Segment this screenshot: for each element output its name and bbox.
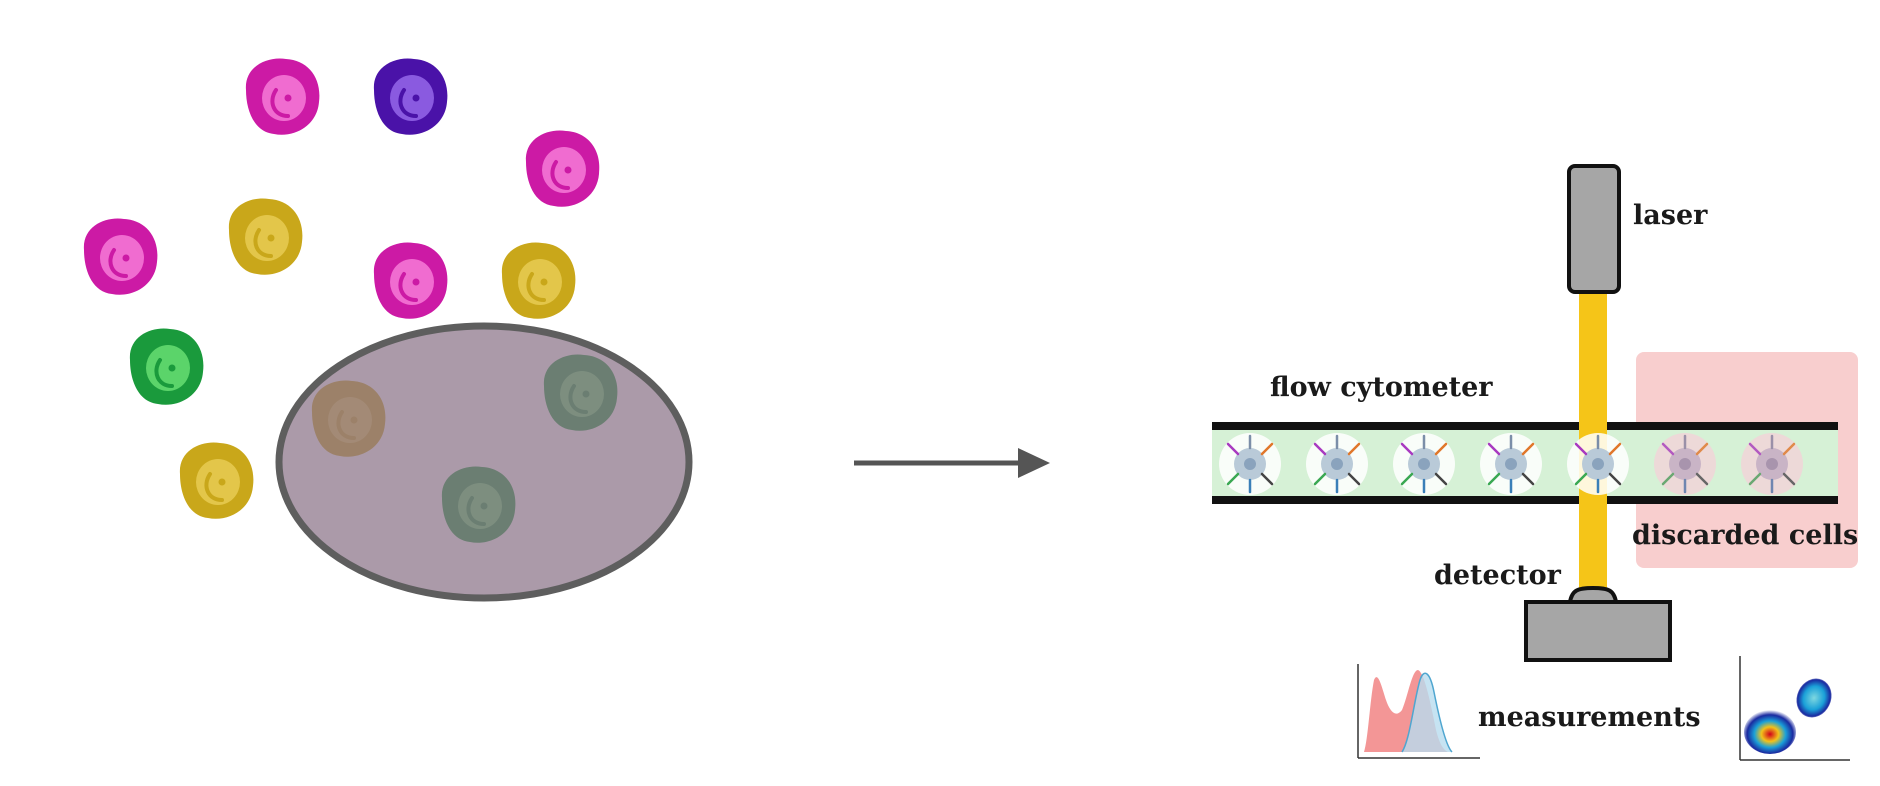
yellow-cell [501,242,576,319]
laser-device [1567,164,1621,294]
laser-label: laser [1633,200,1708,231]
discarded-cell [1741,433,1803,495]
purple-cell [373,58,448,135]
fluorescent-cell [1480,433,1542,495]
selected-cell-pool [275,322,693,602]
detector-label: detector [1434,560,1561,591]
magenta-cell [83,218,158,295]
green-cell [129,328,204,405]
discarded-cell [1654,433,1716,495]
cell-population [83,58,600,519]
detector-device [1524,585,1672,662]
fluorescent-cell [1393,433,1455,495]
fluorescent-cell [1567,433,1629,495]
channel-cells [1219,433,1803,495]
yellow-cell [228,198,303,275]
histogram-plot [1357,664,1480,759]
fluorescent-cell [1219,433,1281,495]
flow-cytometer-label: flow cytometer [1270,372,1493,403]
magenta-cell [245,58,320,135]
fluorescent-cell [1306,433,1368,495]
flow-cytometer-diagram [1212,164,1858,761]
process-arrow [854,448,1050,478]
magenta-cell [525,130,600,207]
magenta-cell [373,242,448,319]
density-scatter-plot [1739,656,1850,761]
yellow-cell [179,442,254,519]
discarded-cells-label: discarded cells [1632,520,1859,551]
sample-container-ellipse [275,322,693,602]
measurements-label: measurements [1478,702,1701,733]
